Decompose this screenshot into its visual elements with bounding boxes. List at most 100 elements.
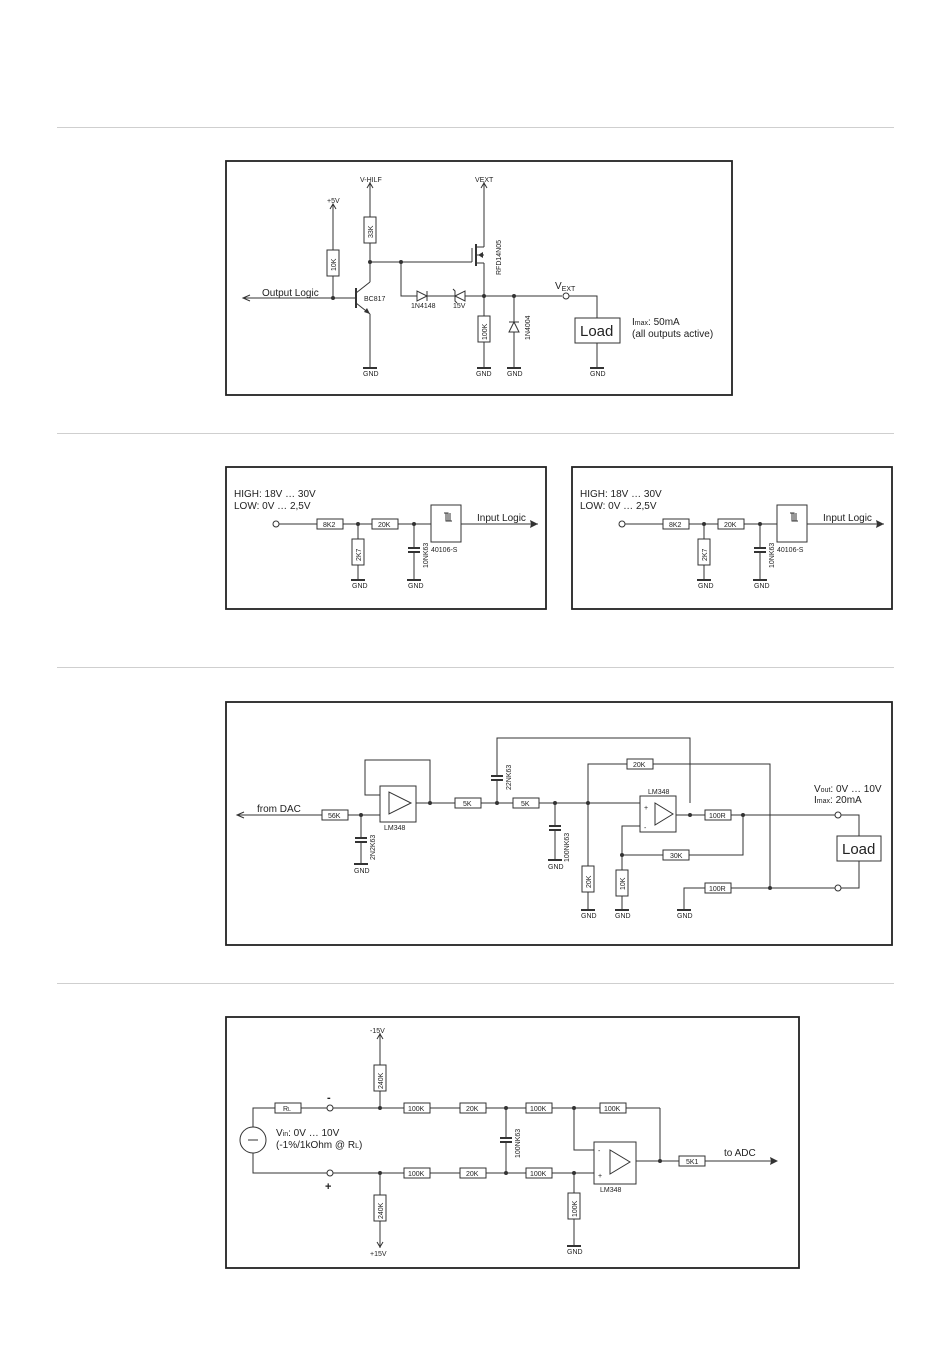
svg-text:8K2: 8K2 — [669, 522, 682, 529]
output-arrow-icon — [530, 520, 538, 528]
plus5v-label: +5V — [327, 198, 340, 205]
vin-note: (-1%/1kOhm @ RL) — [276, 1140, 362, 1151]
resistor-240k-bottom — [373, 1194, 387, 1222]
input-logic-label: Input Logic — [823, 513, 872, 524]
section-divider-1 — [57, 127, 894, 128]
input-terminal — [272, 520, 280, 528]
svg-text:2K7: 2K7 — [356, 548, 363, 561]
svg-text:LM348: LM348 — [600, 1187, 622, 1194]
imax-label: Imax: 20mA — [814, 795, 862, 806]
resistor-20k — [371, 518, 399, 530]
load-label: Load — [842, 841, 875, 858]
svg-text:GND: GND — [352, 583, 368, 590]
vout-terminal-top — [834, 811, 842, 819]
svg-text:-: - — [598, 1148, 601, 1155]
svg-text:30K: 30K — [670, 853, 683, 860]
svg-text:GND: GND — [476, 371, 492, 378]
transistor-label: BC817 — [364, 296, 386, 303]
schmitt-trigger-ic — [776, 504, 808, 543]
svg-text:GND: GND — [590, 371, 606, 378]
svg-text:GND: GND — [507, 371, 523, 378]
svg-text:GND: GND — [548, 864, 564, 871]
svg-text:100NK63: 100NK63 — [564, 833, 571, 862]
svg-text:GND: GND — [677, 913, 693, 920]
digital-output-diagram: +5V 10K Output Logic BC817 V-HILF 33K GN… — [225, 160, 733, 396]
svg-text:+: + — [644, 805, 648, 812]
imax-note: (all outputs active) — [632, 329, 713, 340]
opamp-2-triangle-icon — [654, 802, 674, 826]
svg-text:15V: 15V — [453, 303, 466, 310]
svg-text:10K: 10K — [620, 877, 627, 890]
load-box — [574, 317, 621, 344]
svg-text:40106-S: 40106-S — [431, 547, 458, 554]
diode-1n4004-icon — [508, 320, 520, 333]
resistor-100k-gnd — [567, 1192, 581, 1220]
output-arrow-icon — [770, 1157, 778, 1165]
output-logic-label: Output Logic — [262, 288, 319, 299]
svg-text:-: - — [644, 825, 647, 832]
input-arrow-icon — [235, 811, 245, 819]
svg-text:GND: GND — [581, 913, 597, 920]
resistor-56k — [321, 809, 349, 821]
resistor-10k — [326, 249, 340, 277]
svg-text:100K: 100K — [604, 1106, 621, 1113]
digital-input-diagram-2: HIGH: 18V … 30V LOW: 0V … 2,5V 8K2 20K 2… — [571, 466, 893, 610]
svg-text:10K: 10K — [331, 258, 338, 271]
svg-text:240K: 240K — [378, 1202, 385, 1219]
svg-text:100K: 100K — [408, 1106, 425, 1113]
input-terminal-minus — [326, 1104, 334, 1112]
svg-text:56K: 56K — [328, 813, 341, 820]
resistor-100k — [477, 315, 491, 343]
svg-text:GND: GND — [698, 583, 714, 590]
svg-text:2N2K63: 2N2K63 — [370, 835, 377, 860]
resistor-8k2 — [316, 518, 344, 530]
imax-label: Imax: 50mA — [632, 317, 680, 328]
high-label: HIGH: 18V … 30V — [234, 489, 316, 500]
from-dac-label: from DAC — [257, 804, 301, 815]
low-label: LOW: 0V … 2,5V — [580, 501, 657, 512]
resistor-10k — [615, 869, 629, 897]
svg-text:5K: 5K — [463, 801, 472, 808]
svg-text:GND: GND — [408, 583, 424, 590]
svg-text:100K: 100K — [530, 1171, 547, 1178]
section-divider-4 — [57, 983, 894, 984]
svg-text:5K: 5K — [521, 801, 530, 808]
resistor-5k-2 — [512, 797, 540, 809]
svg-text:LM348: LM348 — [384, 825, 406, 832]
resistor-20k-feedback — [626, 758, 654, 770]
section-divider-2 — [57, 433, 894, 434]
svg-text:5K1: 5K1 — [686, 1159, 699, 1166]
vout-terminal-bottom — [834, 884, 842, 892]
digital-input-diagram-1: HIGH: 18V … 30V LOW: 0V … 2,5V 8K2 20K 2… — [225, 466, 547, 610]
analog-input-diagram: RL Vin: 0V … 10V (-1%/1kOhm @ RL) - + -1… — [225, 1016, 800, 1269]
vin-label: Vin: 0V … 10V — [276, 1128, 340, 1139]
svg-text:100K: 100K — [530, 1106, 547, 1113]
svg-text:+: + — [325, 1181, 331, 1193]
svg-text:1N4148: 1N4148 — [411, 303, 436, 310]
svg-text:GND: GND — [615, 913, 631, 920]
vext-terminal — [562, 292, 570, 300]
resistor-20k-gnd — [581, 865, 595, 893]
svg-text:-15V: -15V — [370, 1028, 385, 1035]
resistor-rl — [274, 1102, 302, 1114]
resistor-8k2 — [662, 518, 690, 530]
to-adc-label: to ADC — [724, 1148, 756, 1159]
svg-text:+15V: +15V — [370, 1251, 387, 1258]
section-divider-3 — [57, 667, 894, 668]
resistor-100k-c — [599, 1102, 627, 1114]
resistor-2k7 — [697, 538, 711, 566]
digital-output-frame — [225, 160, 733, 396]
vext-top-label: VEXT — [475, 177, 494, 184]
svg-text:20K: 20K — [378, 522, 391, 529]
svg-text:20K: 20K — [466, 1171, 479, 1178]
svg-text:10NK63: 10NK63 — [769, 543, 776, 568]
svg-text:GND: GND — [354, 868, 370, 875]
resistor-100k-d — [403, 1167, 431, 1179]
svg-text:GND: GND — [567, 1249, 583, 1256]
svg-text:-: - — [327, 1092, 331, 1104]
mosfet-arrow-icon — [478, 252, 483, 258]
mosfet-label: RFD14N05 — [496, 240, 503, 275]
rl-label: RL — [283, 1106, 291, 1113]
resistor-20k-a — [459, 1102, 487, 1114]
